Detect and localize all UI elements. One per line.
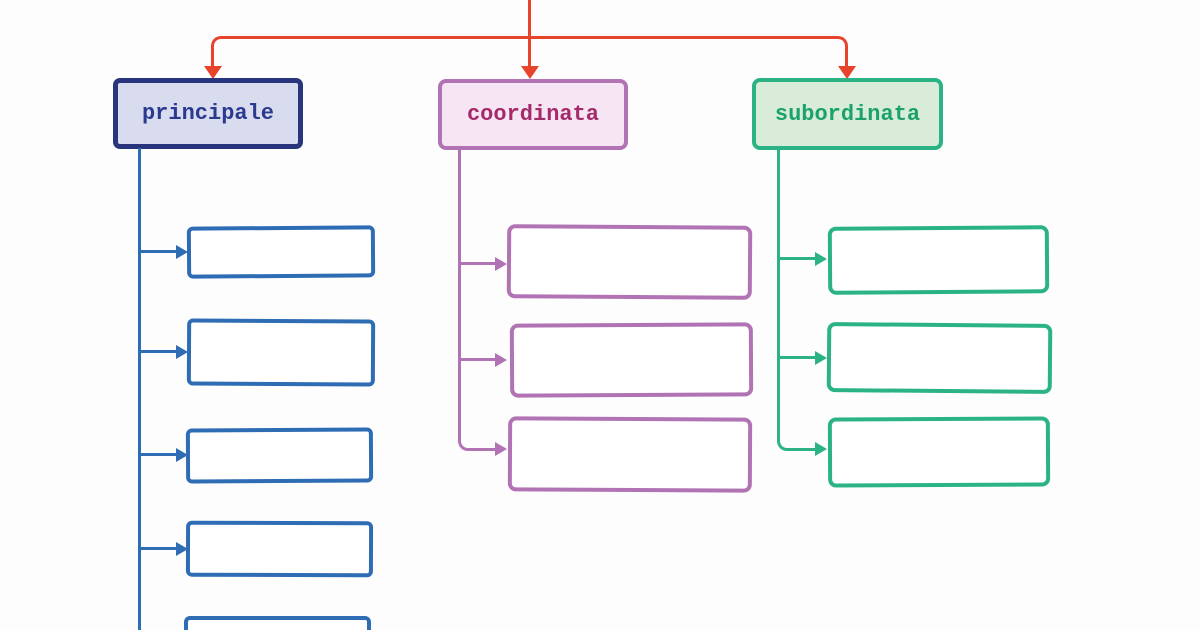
node-subordinata: subordinata <box>752 78 943 150</box>
arrow-right-icon <box>495 353 507 367</box>
arrow-right-icon <box>495 257 507 271</box>
principale-child-box <box>186 225 376 279</box>
arrow-right-icon <box>495 442 507 456</box>
node-coordinata-label: coordinata <box>466 102 600 127</box>
principale-child-box <box>186 318 376 387</box>
coordinata-branch-line <box>461 358 495 361</box>
coordinata-child-box <box>506 224 753 300</box>
principale-child-box <box>185 427 374 484</box>
principale-branch-line <box>141 350 177 353</box>
arrow-right-icon <box>176 448 188 462</box>
subordinata-branch-line <box>799 448 816 451</box>
principale-child-box <box>184 616 371 630</box>
principale-branch-line <box>141 547 177 550</box>
node-subordinata-label: subordinata <box>774 101 921 127</box>
coordinata-stem-line <box>458 149 461 434</box>
subordinata-child-box <box>827 416 1051 488</box>
principale-stem-line <box>138 148 141 630</box>
principale-branch-line <box>141 250 177 253</box>
coordinata-child-box <box>509 322 754 398</box>
arrow-down-to-principale-icon <box>204 66 222 79</box>
subordinata-branch-line <box>780 356 816 359</box>
coordinata-branch-line <box>480 448 496 451</box>
coordinata-branch-line <box>461 262 495 265</box>
coordinata-child-box <box>507 416 753 493</box>
subordinata-child-box <box>826 322 1053 394</box>
arrow-down-to-subordinata-icon <box>838 66 856 79</box>
arrow-right-icon <box>176 542 188 556</box>
principale-child-box <box>185 520 374 578</box>
root-connector-stem <box>528 0 531 66</box>
node-principale: principale <box>113 78 303 149</box>
subordinata-stem-corner <box>777 430 801 451</box>
arrow-right-icon <box>815 351 827 365</box>
node-principale-label: principale <box>141 101 275 126</box>
arrow-right-icon <box>176 345 188 359</box>
arrow-right-icon <box>176 245 188 259</box>
subordinata-branch-line <box>780 257 816 260</box>
arrow-right-icon <box>815 252 827 266</box>
principale-branch-line <box>141 453 177 456</box>
coordinata-stem-corner <box>458 430 482 451</box>
subordinata-stem-line <box>777 150 780 434</box>
arrow-down-to-coordinata-icon <box>521 66 539 79</box>
node-coordinata: coordinata <box>438 79 628 150</box>
subordinata-child-box <box>827 225 1050 295</box>
arrow-right-icon <box>815 442 827 456</box>
